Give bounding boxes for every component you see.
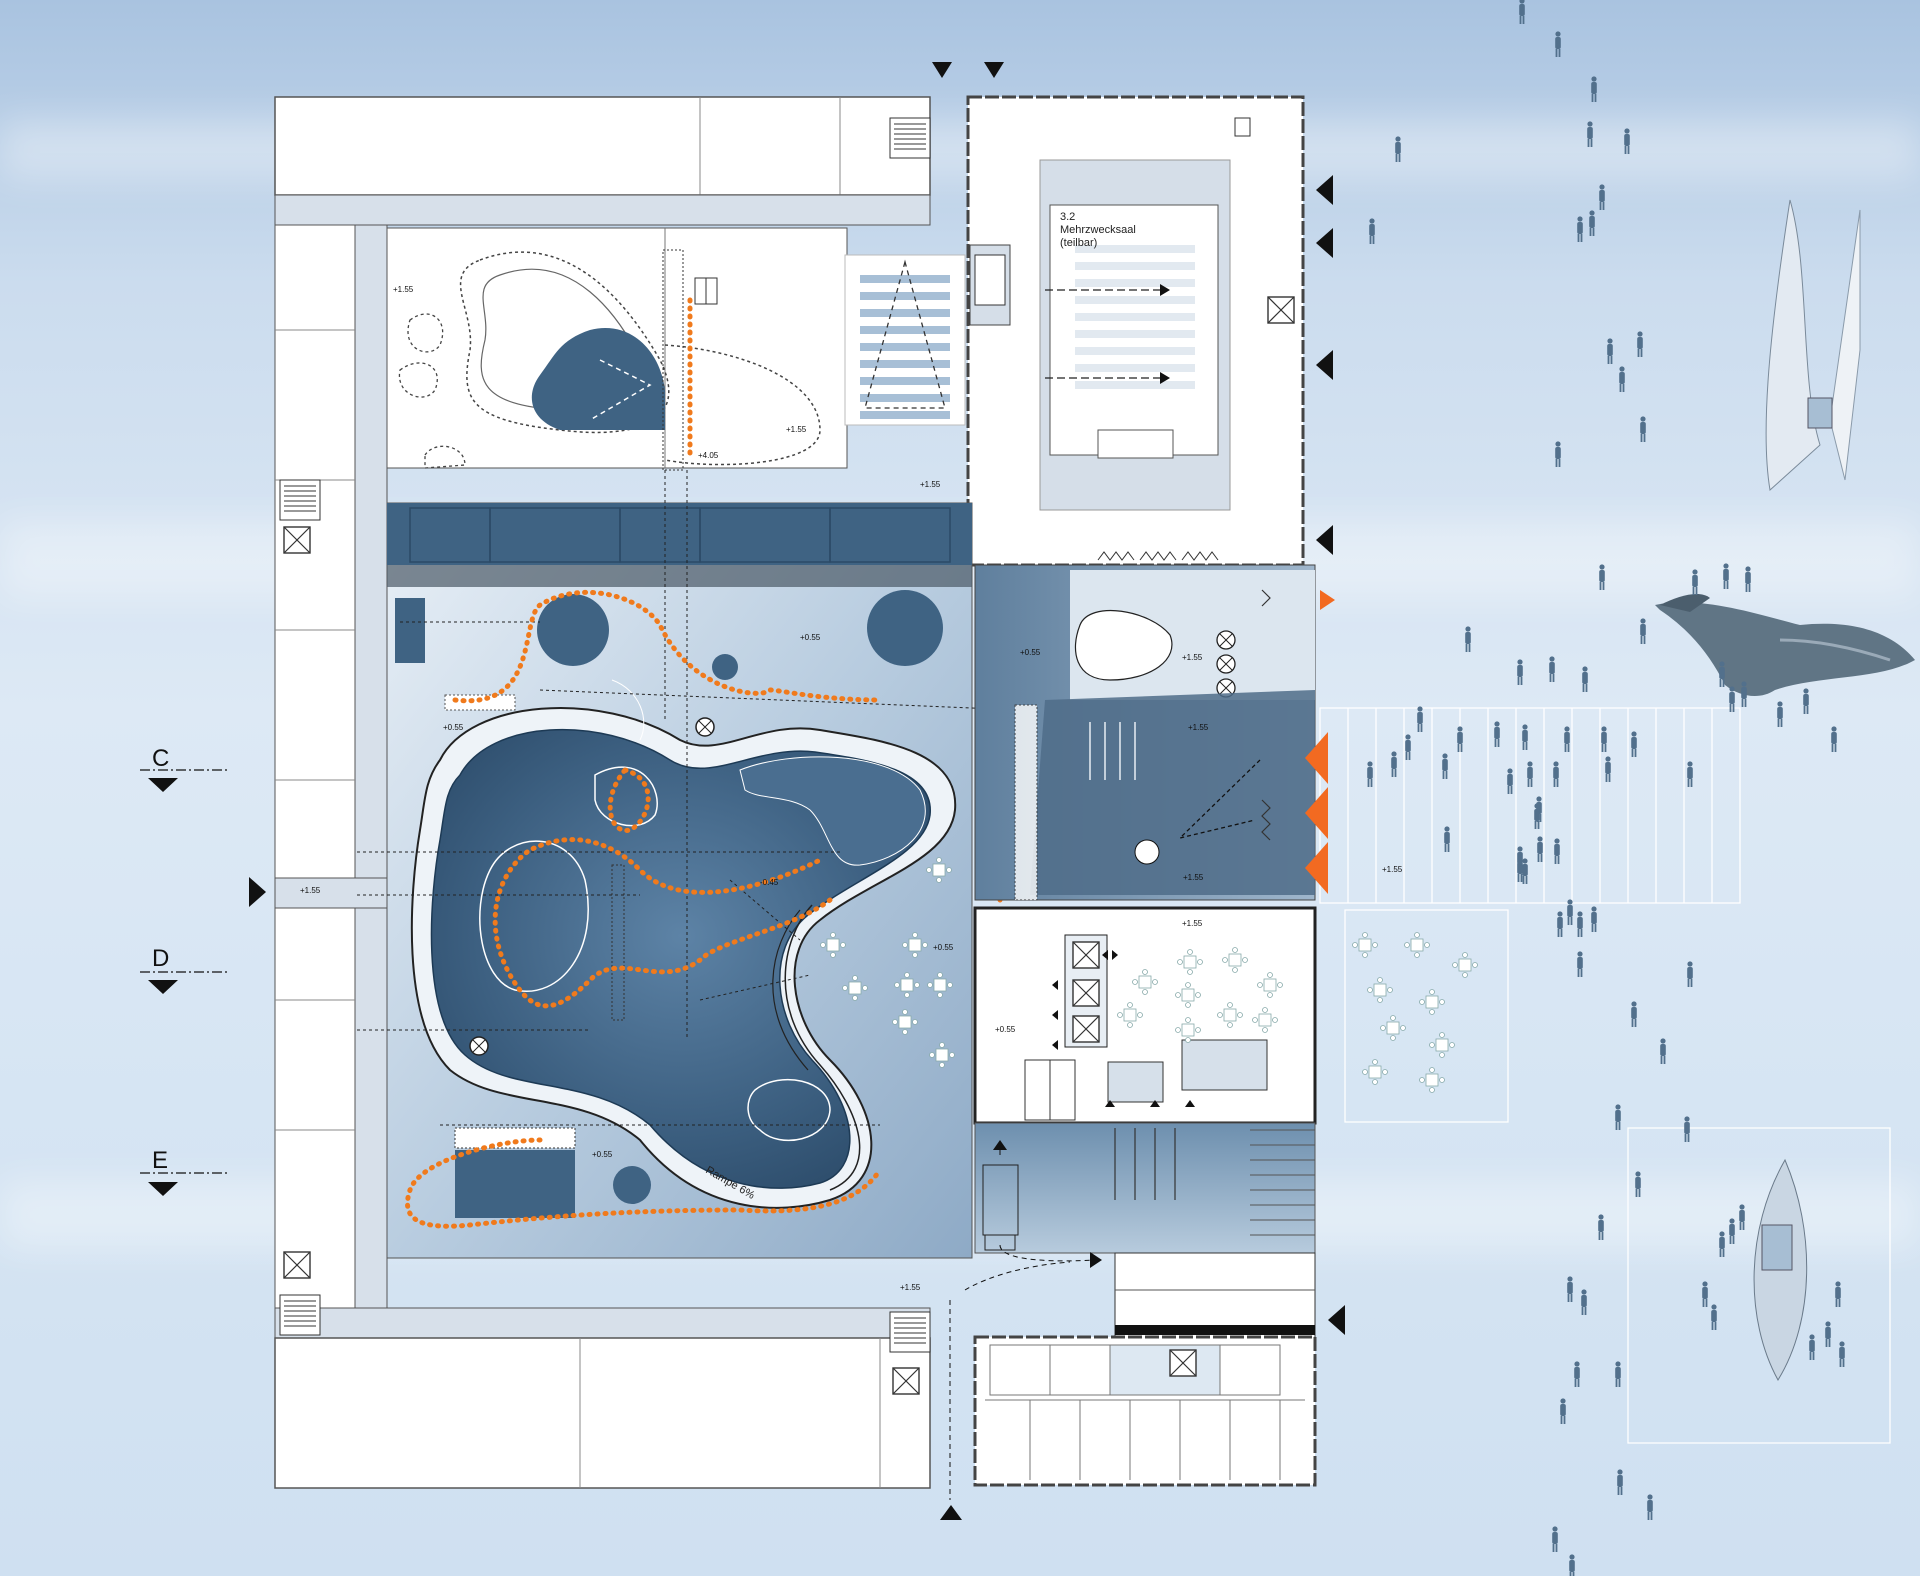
upper-garden — [386, 227, 966, 471]
level-mark: +0.55 — [1020, 648, 1041, 657]
multipurpose-hall: 3.2 Mehrzwecksaal (teilbar) — [966, 95, 1305, 567]
svg-text:D: D — [152, 945, 169, 972]
hall-number: 3.2 — [1060, 211, 1075, 223]
svg-text:E: E — [152, 1147, 168, 1174]
pool-hall: Rampe 6% — [357, 297, 1335, 1259]
level-mark: +1.55 — [300, 886, 321, 895]
west-wing — [274, 96, 931, 1489]
level-mark: +1.55 — [1188, 723, 1209, 732]
lower-entrance — [949, 1122, 1316, 1500]
section-marker-e: E — [140, 1147, 230, 1196]
level-mark: +1.55 — [1382, 865, 1403, 874]
whale-sculpture — [1655, 594, 1915, 697]
level-mark: +1.55 — [920, 480, 941, 489]
level-mark: +1.55 — [1183, 873, 1204, 882]
hall-name: Mehrzwecksaal — [1060, 224, 1136, 236]
level-mark: +1.55 — [1182, 653, 1203, 662]
level-mark: +0.55 — [933, 943, 954, 952]
outdoor-plaza — [1319, 0, 1915, 1576]
section-marker-c: C — [140, 745, 230, 792]
east-block — [973, 564, 1317, 1125]
hall-note: (teilbar) — [1060, 237, 1097, 249]
level-mark: +1.55 — [1182, 919, 1203, 928]
main-entrances — [1305, 732, 1328, 894]
level-mark: +0.55 — [443, 723, 464, 732]
level-mark: +4.05 — [698, 451, 719, 460]
section-markers: C D E — [140, 745, 230, 1196]
level-mark: -0.45 — [760, 878, 779, 887]
level-mark: +0.55 — [592, 1150, 613, 1159]
level-mark: +0.55 — [995, 1025, 1016, 1034]
entrance-markers — [249, 62, 1345, 1520]
level-mark: +1.55 — [900, 1283, 921, 1292]
level-mark: +1.55 — [393, 285, 414, 294]
level-annotations: +1.55 +1.55 +4.05 +1.55 +0.55 +0.55 +0.5… — [300, 285, 1403, 1292]
level-mark: +1.55 — [786, 425, 807, 434]
section-marker-d: D — [140, 945, 230, 994]
svg-text:C: C — [152, 745, 169, 772]
level-mark: +0.55 — [800, 633, 821, 642]
south-building — [973, 1335, 1317, 1487]
